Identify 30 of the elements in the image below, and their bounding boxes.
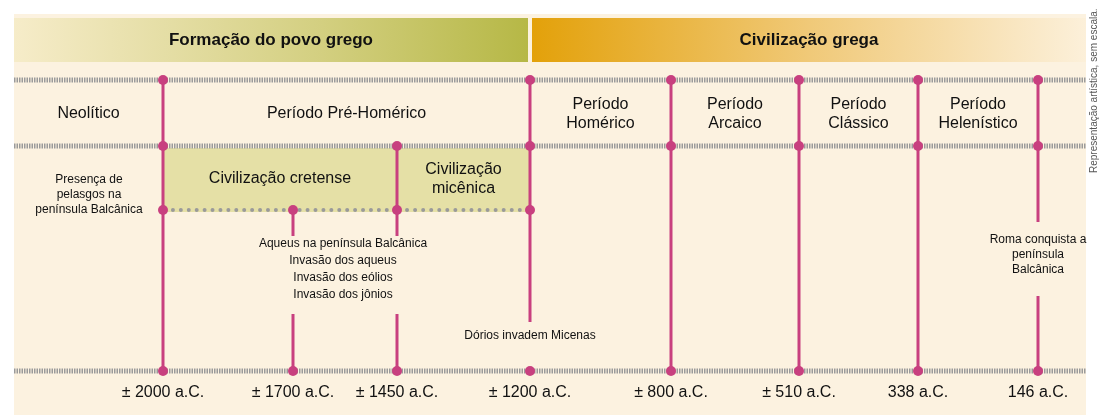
era-band xyxy=(14,18,528,62)
period-label: Período Homérico xyxy=(565,93,636,133)
period-label: Civilização cretense xyxy=(208,168,352,188)
note-text: Representação artística, sem escala. xyxy=(1088,8,1099,175)
date-label: ± 1700 a.C. xyxy=(250,382,336,402)
event-label: Roma conquista a península Balcânica xyxy=(988,232,1088,277)
date-label: ± 2000 a.C. xyxy=(120,382,206,402)
event-label: Invasão dos jônios xyxy=(292,287,394,302)
date-label: ± 800 a.C. xyxy=(633,382,709,402)
event-label: Invasão dos eólios xyxy=(292,270,394,285)
event-label: Aqueus na península Balcânica xyxy=(257,236,429,251)
period-label: Período Pré-Homérico xyxy=(266,103,427,123)
date-label: ± 1200 a.C. xyxy=(487,382,573,402)
date-label: 146 a.C. xyxy=(1006,382,1070,402)
period-label: Período Arcaico xyxy=(705,93,764,133)
period-label: Neolítico xyxy=(57,103,120,123)
event-label: Dórios invadem Micenas xyxy=(463,328,597,343)
date-label: ± 1450 a.C. xyxy=(354,382,440,402)
period-label: Período Clássico xyxy=(827,93,890,133)
period-label: Civilização grega xyxy=(739,30,879,50)
era-band xyxy=(532,18,1086,62)
period-label: Período Helenístico xyxy=(937,93,1019,133)
civilization-box xyxy=(163,148,397,212)
event-label: Invasão dos aqueus xyxy=(288,253,398,268)
period-label: Civilização micênica xyxy=(424,158,503,198)
date-label: 338 a.C. xyxy=(886,382,950,402)
event-label: Presença de pelasgos na península Balcânica xyxy=(34,172,144,217)
civilization-box xyxy=(397,148,530,212)
date-label: ± 510 a.C. xyxy=(761,382,837,402)
period-label: Formação do povo grego xyxy=(169,30,373,50)
